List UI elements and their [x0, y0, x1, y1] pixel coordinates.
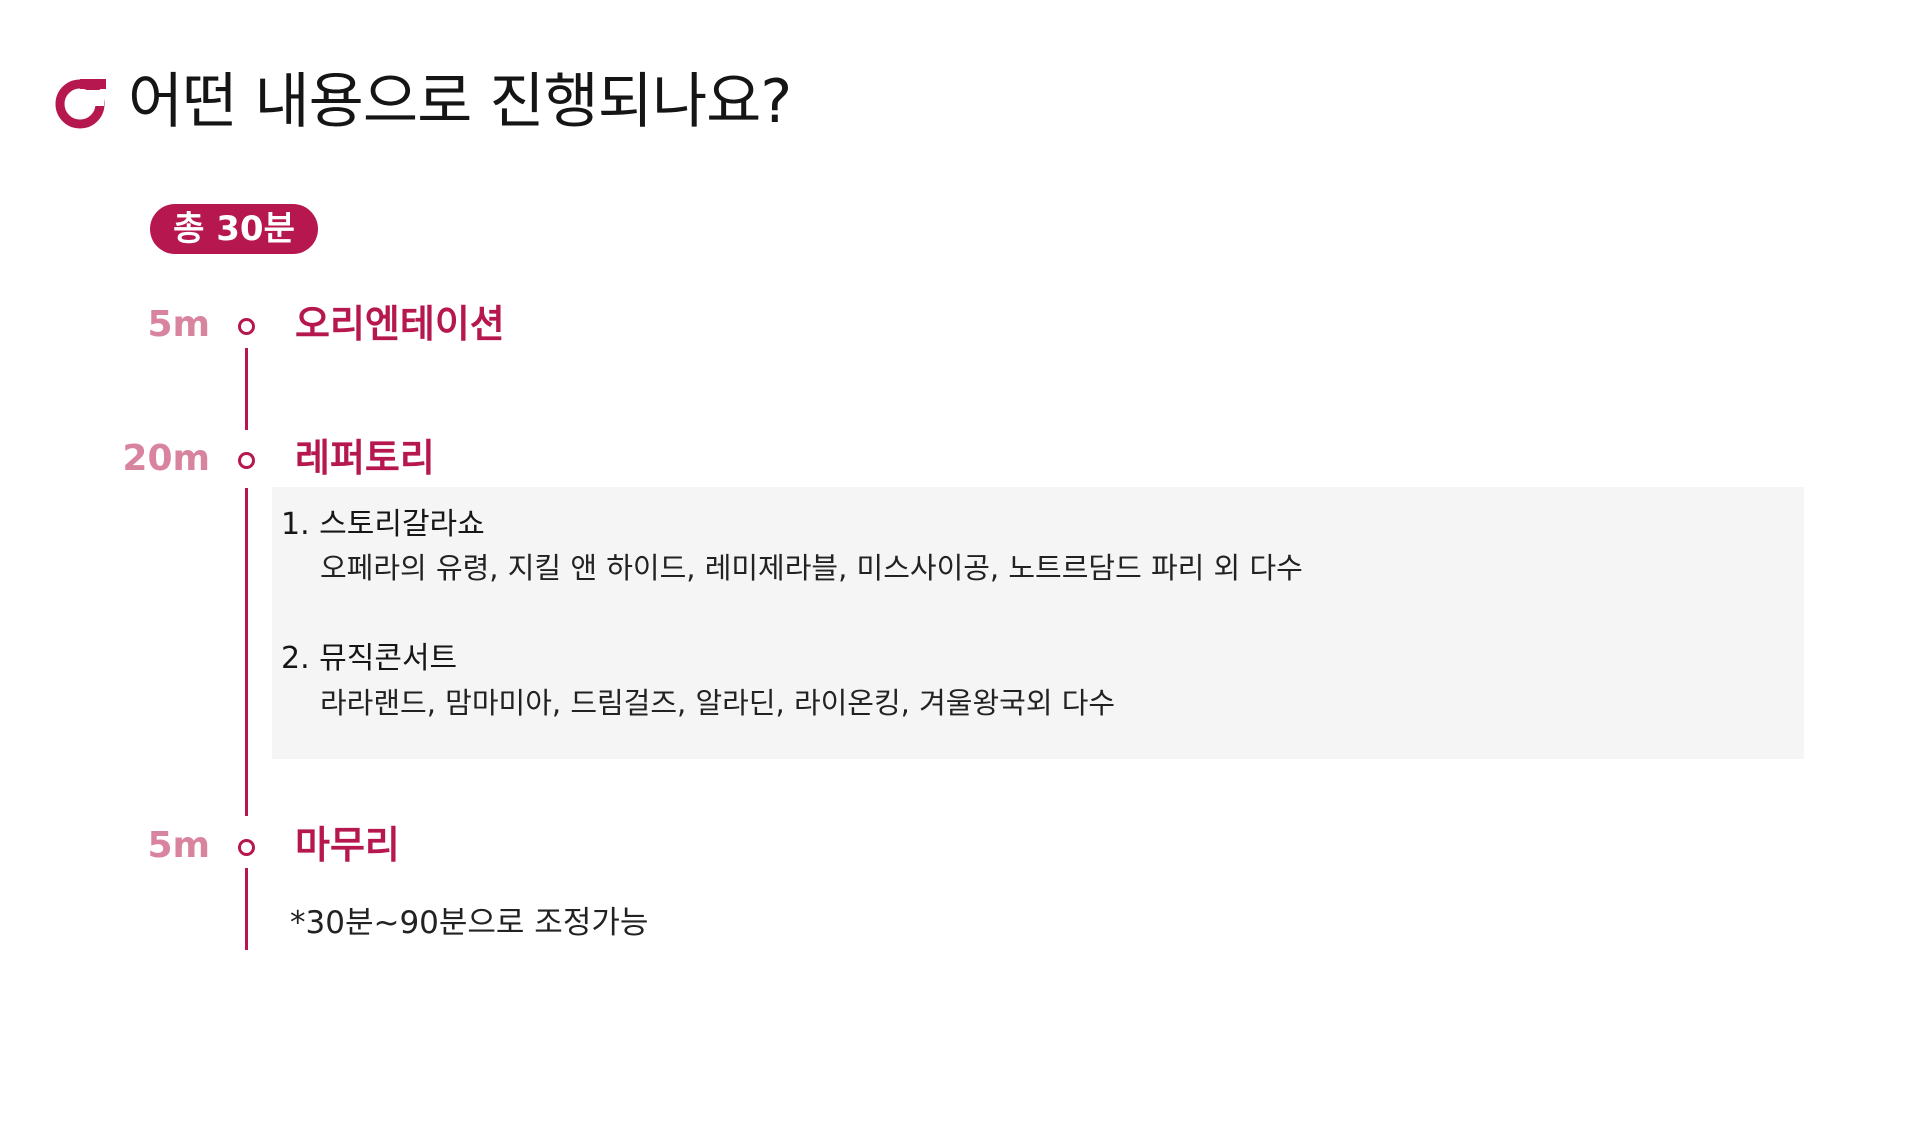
- repertoire-detail-panel: 1. 스토리갈라쇼 오페라의 유령, 지킬 앤 하이드, 레미제라블, 미스사이…: [272, 487, 1804, 759]
- timeline-node-dot: [238, 839, 255, 856]
- timeline-line-segment: [245, 868, 248, 950]
- total-duration-badge: 총 30분: [150, 204, 318, 254]
- timeline-section-title: 레퍼토리: [295, 436, 435, 480]
- page-header: 어떤 내용으로 진행되나요?: [52, 67, 792, 137]
- timeline-node-dot: [238, 452, 255, 469]
- timeline-line-segment: [245, 348, 248, 430]
- page-title: 어떤 내용으로 진행되나요?: [128, 67, 792, 137]
- repertoire-item-title: 1. 스토리갈라쇼: [281, 507, 485, 542]
- timeline-time-label: 5m: [147, 304, 210, 345]
- duration-adjust-note: *30분~90분으로 조정가능: [290, 905, 649, 941]
- timeline-section-title: 오리엔테이션: [295, 302, 505, 346]
- ring-logo-icon: [55, 79, 106, 129]
- repertoire-item-description: 오페라의 유령, 지킬 앤 하이드, 레미제라블, 미스사이공, 노트르담드 파…: [320, 551, 1303, 585]
- timeline-time-label: 20m: [122, 438, 210, 479]
- timeline-node-dot: [238, 318, 255, 335]
- repertoire-item-title: 2. 뮤직콘서트: [281, 641, 458, 676]
- repertoire-item-description: 라라랜드, 맘마미아, 드림걸즈, 알라딘, 라이온킹, 겨울왕국외 다수: [320, 686, 1116, 720]
- timeline-time-label: 5m: [147, 825, 210, 866]
- timeline-section-title: 마무리: [295, 823, 400, 867]
- timeline-line-segment: [245, 488, 248, 816]
